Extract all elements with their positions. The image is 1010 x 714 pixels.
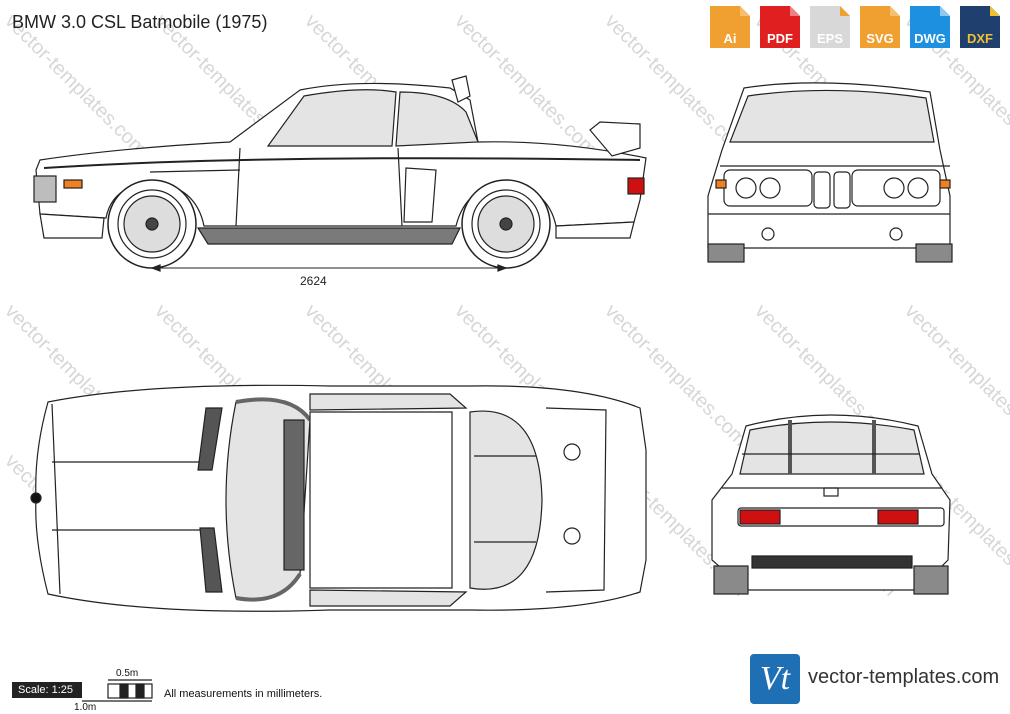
format-dxf-label: DXF xyxy=(967,31,993,46)
scale-full-label: 1.0m xyxy=(74,702,97,713)
front-view xyxy=(707,82,953,263)
scale-half-label: 0.5m xyxy=(116,668,139,679)
wheelbase-dimension: 2624 xyxy=(300,274,327,288)
rear-view xyxy=(711,414,951,595)
measurement-note: All measurements in millimeters. xyxy=(164,688,323,700)
format-ai-label: Ai xyxy=(723,31,737,46)
format-dwg-icon[interactable]: DWG xyxy=(908,4,952,50)
format-icons: Ai PDF EPS SVG DWG DXF xyxy=(708,4,1002,50)
page-title: BMW 3.0 CSL Batmobile (1975) xyxy=(12,12,268,32)
scale-ratio: Scale: 1:25 xyxy=(12,682,82,698)
format-eps-icon[interactable]: EPS xyxy=(808,4,852,50)
format-ai-icon[interactable]: Ai xyxy=(708,4,752,50)
format-dxf-icon[interactable]: DXF xyxy=(958,4,1002,50)
format-pdf-label: PDF xyxy=(767,31,793,46)
top-view xyxy=(30,384,647,612)
format-svg-label: SVG xyxy=(866,31,894,46)
format-eps-label: EPS xyxy=(816,31,843,46)
vt-logo-icon[interactable]: Vt xyxy=(750,654,800,704)
logo-text[interactable]: vector-templates.com xyxy=(808,666,1000,688)
format-dwg-label: DWG xyxy=(914,31,946,46)
side-view xyxy=(33,75,647,272)
format-pdf-icon[interactable]: PDF xyxy=(758,4,802,50)
scale-bar xyxy=(82,679,153,702)
format-svg-icon[interactable]: SVG xyxy=(858,4,902,50)
